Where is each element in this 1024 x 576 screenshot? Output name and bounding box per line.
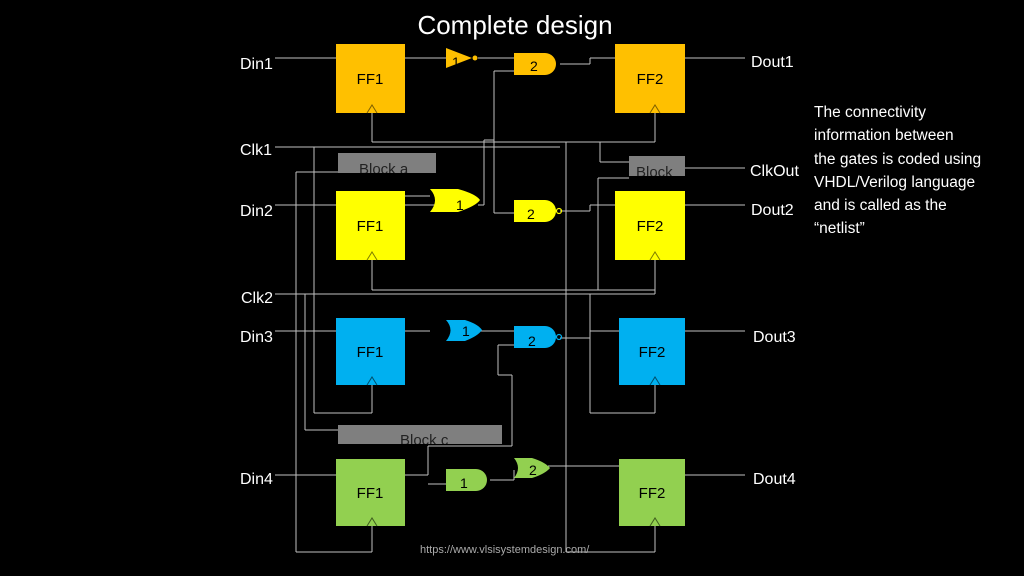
svg-text:FF1: FF1 [357, 218, 384, 235]
gate2-row3-nand: 2 [514, 326, 563, 349]
gate1-row1-inverter: 1 [446, 48, 478, 70]
svg-text:FF2: FF2 [639, 344, 666, 361]
ff2-row3: FF2 [619, 318, 685, 386]
label-dout3: Dout3 [753, 329, 796, 346]
svg-text:2: 2 [530, 58, 538, 74]
svg-text:FF2: FF2 [637, 218, 664, 235]
page-title: Complete design [417, 10, 612, 40]
block-a: Block a [338, 153, 436, 178]
svg-text:and is called as the: and is called as the [814, 197, 947, 214]
label-din2: Din2 [240, 203, 273, 220]
gate1-row4-and: 1 [446, 469, 487, 491]
label-din4: Din4 [240, 471, 273, 488]
svg-text:FF2: FF2 [637, 71, 664, 88]
label-clkout: ClkOut [750, 163, 799, 180]
svg-text:FF1: FF1 [357, 485, 384, 502]
gate2-row4-or: 2 [514, 458, 550, 478]
svg-text:FF1: FF1 [357, 71, 384, 88]
svg-text:2: 2 [529, 462, 537, 478]
wires [275, 57, 745, 553]
ff2-row1: FF2 [615, 44, 685, 114]
svg-text:information between: information between [814, 127, 954, 144]
svg-text:1: 1 [452, 54, 460, 70]
source-url: https://www.vlsisystemdesign.com/ [420, 544, 590, 556]
ff1-row2: FF1 [336, 191, 405, 261]
svg-text:“netlist”: “netlist” [814, 220, 865, 237]
gate2-row2-nand: 2 [514, 200, 563, 222]
gate2-row1-and: 2 [514, 53, 556, 75]
label-clk1: Clk1 [240, 142, 272, 159]
svg-text:the gates is coded using: the gates is coded using [814, 151, 981, 168]
ff1-row1: FF1 [336, 44, 405, 114]
svg-text:FF2: FF2 [639, 485, 666, 502]
netlist-note: The connectivity information between the… [814, 104, 981, 237]
svg-text:2: 2 [528, 333, 536, 349]
label-dout4: Dout4 [753, 471, 796, 488]
block-b: Block [629, 156, 685, 181]
gate1-row2-or: 1 [430, 189, 480, 213]
label-clk2: Clk2 [241, 290, 273, 307]
ff2-row2: FF2 [615, 191, 685, 261]
ff1-row3: FF1 [336, 318, 405, 386]
svg-text:2: 2 [527, 206, 535, 222]
ff2-row4: FF2 [619, 459, 685, 527]
svg-text:The connectivity: The connectivity [814, 104, 926, 121]
gate1-row3-or: 1 [446, 320, 482, 341]
svg-text:1: 1 [456, 197, 464, 213]
ff1-row4: FF1 [336, 459, 405, 527]
label-dout2: Dout2 [751, 202, 794, 219]
block-c: Block c [338, 425, 502, 449]
svg-text:VHDL/Verilog language: VHDL/Verilog language [814, 174, 975, 191]
label-din1: Din1 [240, 56, 273, 73]
svg-text:Block c: Block c [400, 432, 449, 449]
svg-text:Block: Block [636, 164, 673, 181]
label-dout1: Dout1 [751, 54, 794, 71]
label-din3: Din3 [240, 329, 273, 346]
svg-text:1: 1 [462, 323, 470, 339]
svg-text:FF1: FF1 [357, 344, 384, 361]
svg-text:1: 1 [460, 475, 468, 491]
svg-text:Block a: Block a [359, 161, 409, 178]
